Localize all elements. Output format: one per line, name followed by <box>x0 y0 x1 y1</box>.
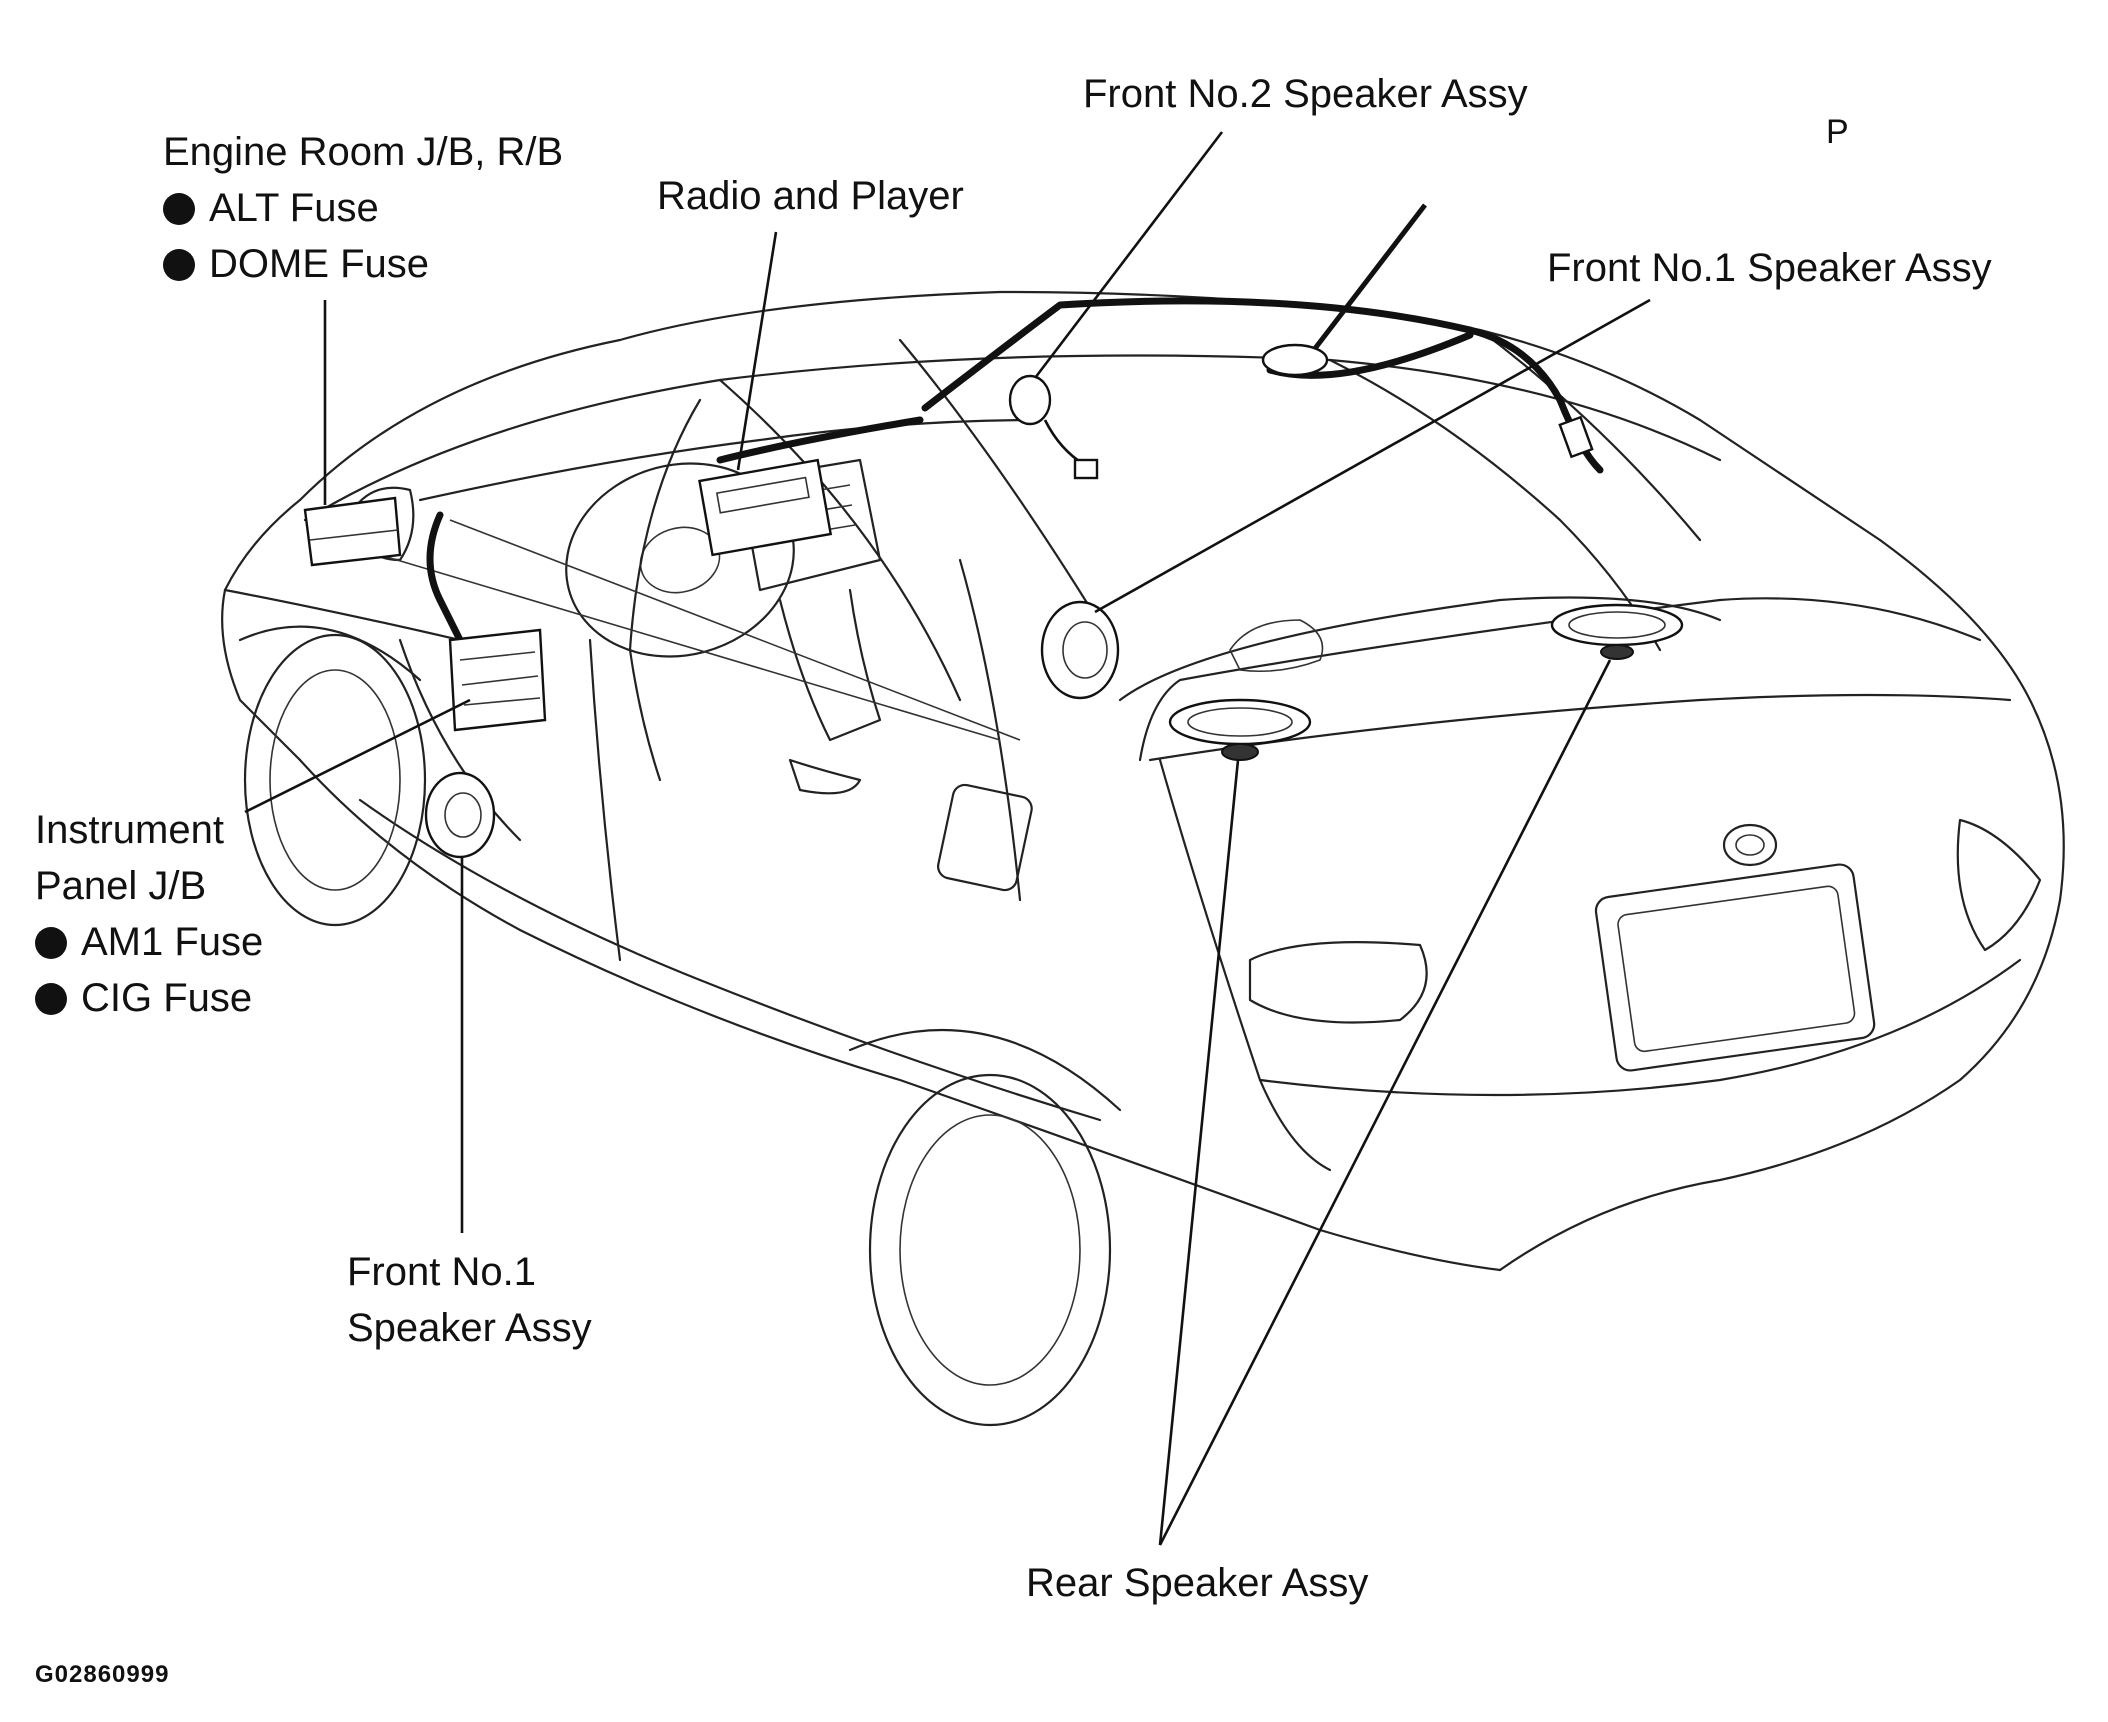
label-instrument-panel: Instrument Panel J/B AM1 Fuse CIG Fuse <box>35 802 263 1026</box>
car-body <box>221 290 2065 1427</box>
instrument-panel-title-1: Instrument <box>35 808 224 852</box>
bullet-dot-icon <box>163 249 195 281</box>
corner-mark: P <box>1826 113 1849 151</box>
label-rear-speaker: Rear Speaker Assy <box>1026 1561 1369 1605</box>
label-front-no1-speaker-left: Front No.1 Speaker Assy <box>347 1244 592 1356</box>
leader-front-no2 <box>1033 131 1224 379</box>
leader-front-no1-right <box>1094 298 1651 614</box>
label-engine-room: Engine Room J/B, R/B ALT Fuse DOME Fuse <box>163 124 563 292</box>
leader-rear-left <box>1158 759 1240 1546</box>
bullet-dot-icon <box>163 193 195 225</box>
instrument-panel-fuse-2: CIG Fuse <box>35 970 263 1026</box>
front-no1-left-line-1: Front No.1 <box>347 1250 536 1294</box>
label-front-no1-speaker-right: Front No.1 Speaker Assy <box>1547 246 1992 290</box>
leader-instrument-panel <box>244 698 471 814</box>
engine-room-fuse-2: DOME Fuse <box>163 236 563 292</box>
wire-harness <box>426 297 1604 664</box>
figure-code: G02860999 <box>35 1661 170 1688</box>
bullet-dot-icon <box>35 983 67 1015</box>
bullet-dot-icon <box>35 927 67 959</box>
engine-room-title: Engine Room J/B, R/B <box>163 130 564 174</box>
leader-radio <box>736 231 778 471</box>
leader-lines <box>244 131 1651 1546</box>
instrument-panel-fuse-1: AM1 Fuse <box>35 914 263 970</box>
leader-rear-right <box>1158 659 1612 1546</box>
label-radio-player: Radio and Player <box>657 174 964 218</box>
components <box>303 203 1684 859</box>
label-front-no2-speaker: Front No.2 Speaker Assy <box>1083 72 1528 116</box>
instrument-panel-title-2: Panel J/B <box>35 864 207 908</box>
front-no1-left-line-2: Speaker Assy <box>347 1306 592 1350</box>
engine-room-fuse-1: ALT Fuse <box>163 180 563 236</box>
